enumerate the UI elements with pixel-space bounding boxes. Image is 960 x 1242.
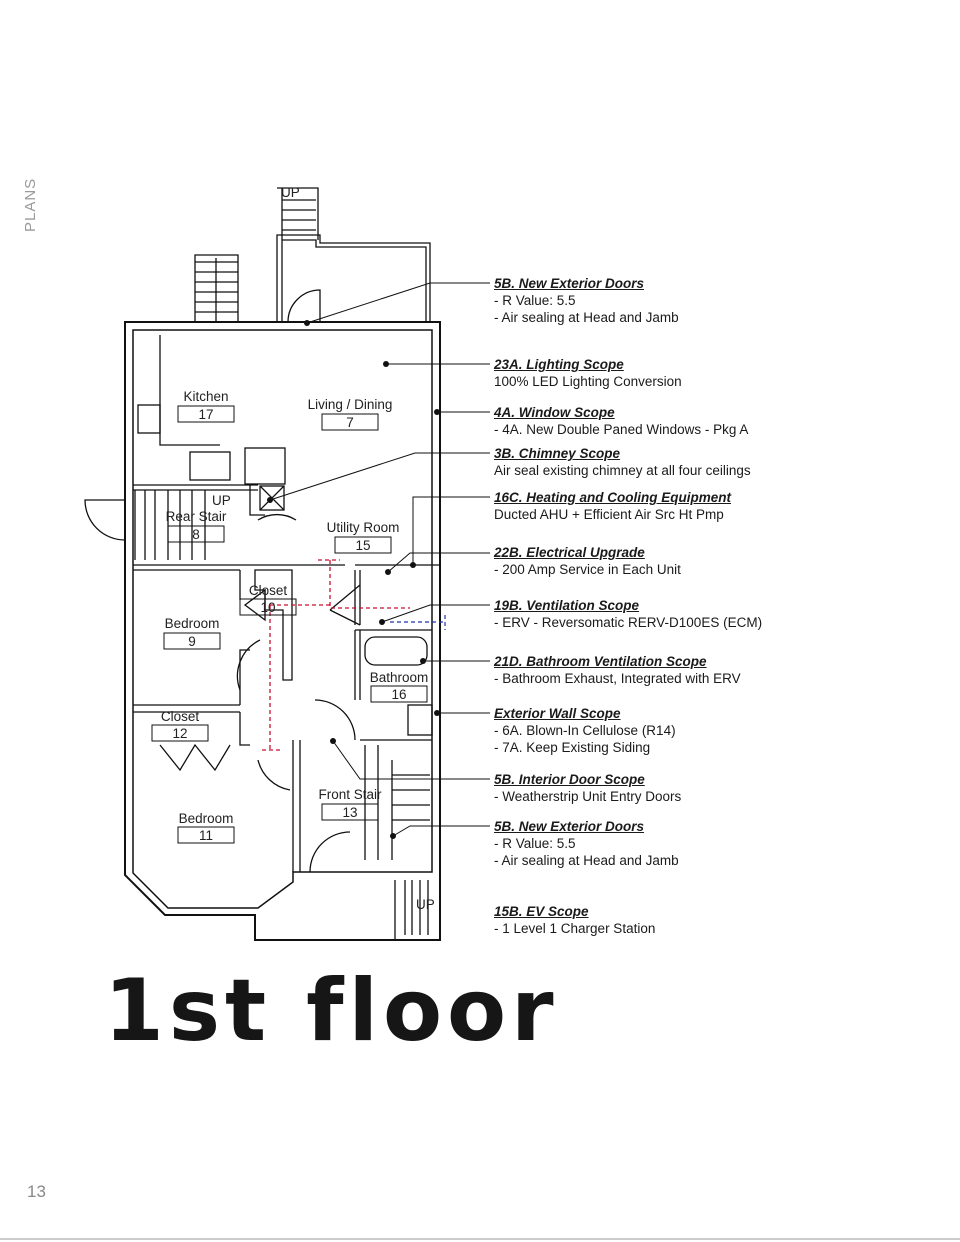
annotation-line: Air seal existing chimney at all four ce… (494, 463, 751, 478)
svg-text:UP: UP (281, 185, 300, 200)
svg-text:17: 17 (198, 407, 213, 422)
svg-text:Bathroom: Bathroom (370, 670, 429, 685)
svg-text:Closet: Closet (249, 583, 288, 598)
svg-text:11: 11 (199, 828, 213, 843)
svg-text:Kitchen: Kitchen (183, 389, 228, 404)
svg-text:15: 15 (355, 538, 370, 553)
svg-text:13: 13 (342, 805, 357, 820)
svg-text:16: 16 (391, 687, 406, 702)
svg-text:9: 9 (188, 634, 196, 649)
annotation-exterior-doors-front: 5B. New Exterior Doors - R Value: 5.5 - … (494, 818, 679, 869)
page-number: 13 (27, 1182, 46, 1201)
annotation-chimney: 3B. Chimney Scope Air seal existing chim… (494, 445, 751, 479)
annotation-line: Ducted AHU + Efficient Air Src Ht Pmp (494, 507, 724, 522)
annotation-heading: 4A. Window Scope (494, 405, 615, 420)
svg-text:Bedroom: Bedroom (179, 811, 234, 826)
annotation-heading: 5B. Interior Door Scope (494, 772, 645, 787)
annotation-line: 100% LED Lighting Conversion (494, 374, 682, 389)
annotation-window: 4A. Window Scope - 4A. New Double Paned … (494, 404, 748, 438)
annotation-interior-door: 5B. Interior Door Scope - Weatherstrip U… (494, 771, 681, 805)
annotation-line: - ERV - Reversomatic RERV-D100ES (ECM) (494, 615, 763, 630)
annotation-electrical: 22B. Electrical Upgrade - 200 Amp Servic… (494, 544, 681, 578)
annotation-exterior-doors-rear: 5B. New Exterior Doors - R Value: 5.5 - … (494, 275, 679, 326)
svg-text:Living / Dining: Living / Dining (308, 397, 393, 412)
annotation-line: - Air sealing at Head and Jamb (494, 310, 679, 325)
annotation-ev: 15B. EV Scope - 1 Level 1 Charger Statio… (494, 903, 655, 937)
svg-text:Rear Stair: Rear Stair (166, 509, 227, 524)
annotation-heading: 19B. Ventilation Scope (494, 598, 640, 613)
annotation-line: - Weatherstrip Unit Entry Doors (494, 789, 682, 804)
annotation-line: - R Value: 5.5 (494, 836, 576, 851)
annotation-exterior-wall: Exterior Wall Scope - 6A. Blown-In Cellu… (494, 705, 676, 756)
annotation-line: - Air sealing at Head and Jamb (494, 853, 679, 868)
annotation-heading: Exterior Wall Scope (494, 706, 621, 721)
svg-text:Closet: Closet (161, 709, 200, 724)
annotation-line: - 4A. New Double Paned Windows - Pkg A (494, 422, 749, 437)
annotation-line: - 200 Amp Service in Each Unit (494, 562, 681, 577)
annotation-line: - 1 Level 1 Charger Station (494, 921, 656, 936)
annotation-line: - R Value: 5.5 (494, 293, 576, 308)
plan-walls (84, 187, 441, 941)
leader-lines (269, 282, 490, 837)
svg-text:Front Stair: Front Stair (318, 787, 382, 802)
svg-text:12: 12 (172, 726, 187, 741)
annotation-heading: 15B. EV Scope (494, 904, 589, 919)
duct-lines (262, 559, 410, 751)
page-edge (0, 1238, 960, 1240)
svg-text:Bedroom: Bedroom (165, 616, 220, 631)
svg-text:Utility Room: Utility Room (327, 520, 400, 535)
page-title: 1st floor (104, 961, 559, 1061)
svg-text:8: 8 (192, 527, 200, 542)
svg-text:7: 7 (346, 415, 354, 430)
annotation-heading: 16C. Heating and Cooling Equipment (494, 490, 732, 505)
annotation-heading: 5B. New Exterior Doors (494, 276, 645, 291)
annotation-heading: 5B. New Exterior Doors (494, 819, 645, 834)
svg-text:10: 10 (260, 600, 275, 615)
annotation-line: - 6A. Blown-In Cellulose (R14) (494, 723, 676, 738)
annotation-heading: 21D. Bathroom Ventilation Scope (494, 654, 707, 669)
annotation-heading: 22B. Electrical Upgrade (494, 545, 645, 560)
annotation-heading: 3B. Chimney Scope (494, 446, 621, 461)
annotation-ventilation: 19B. Ventilation Scope - ERV - Reversoma… (494, 597, 762, 631)
svg-text:UP: UP (212, 493, 231, 508)
annotation-line: - 7A. Keep Existing Siding (494, 740, 651, 755)
annotation-lighting: 23A. Lighting Scope 100% LED Lighting Co… (494, 356, 682, 390)
annotation-heating-cooling: 16C. Heating and Cooling Equipment Ducte… (494, 489, 731, 523)
annotation-bathroom-ventilation: 21D. Bathroom Ventilation Scope - Bathro… (494, 653, 741, 687)
annotation-heading: 23A. Lighting Scope (494, 357, 624, 372)
annotation-line: - Bathroom Exhaust, Integrated with ERV (494, 671, 741, 686)
svg-text:UP: UP (416, 897, 435, 912)
